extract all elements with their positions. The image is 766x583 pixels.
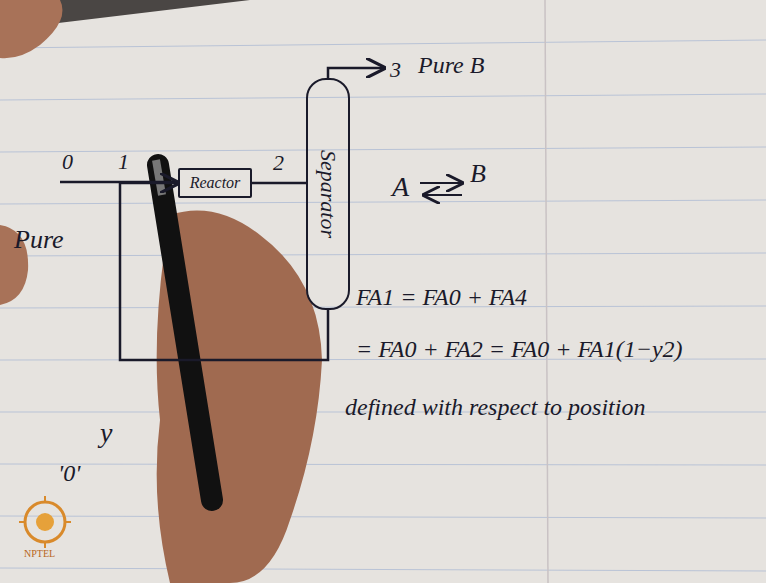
balance-equation: = FA0 + FA2 = FA0 + FA1(1−y2) xyxy=(356,336,683,362)
reactor-box: Reactor xyxy=(178,168,252,198)
species-name: B xyxy=(470,160,486,189)
node-label: Separator xyxy=(316,150,340,238)
stream-number: 3 xyxy=(390,58,401,82)
marker-tip xyxy=(156,160,162,195)
feed-note: Pure xyxy=(14,226,64,255)
separator-column: Separator xyxy=(306,78,350,310)
reverse-arrow xyxy=(424,194,462,196)
stream-number: 1 xyxy=(118,150,129,174)
forward-arrow xyxy=(420,182,462,184)
variable-name: y xyxy=(100,418,112,449)
product-note: Pure B xyxy=(418,52,484,78)
hand xyxy=(0,0,63,58)
product-stream xyxy=(328,68,384,78)
species-name: A xyxy=(392,172,409,203)
stream-number: 2 xyxy=(273,151,284,175)
marker-pen xyxy=(158,165,212,500)
margin-line xyxy=(545,0,548,583)
position-note: '0' xyxy=(58,460,80,486)
stream-line xyxy=(252,182,306,185)
stream-line xyxy=(120,183,328,360)
ruled-lines xyxy=(0,40,766,571)
nptel-logo xyxy=(19,496,71,548)
stream-number: 0 xyxy=(62,150,73,174)
node-label: Reactor xyxy=(190,174,241,192)
definition-note: defined with respect to position xyxy=(345,394,645,420)
logo-text: NPTEL xyxy=(24,548,55,559)
balance-equation: FA1 = FA0 + FA4 xyxy=(356,284,527,310)
